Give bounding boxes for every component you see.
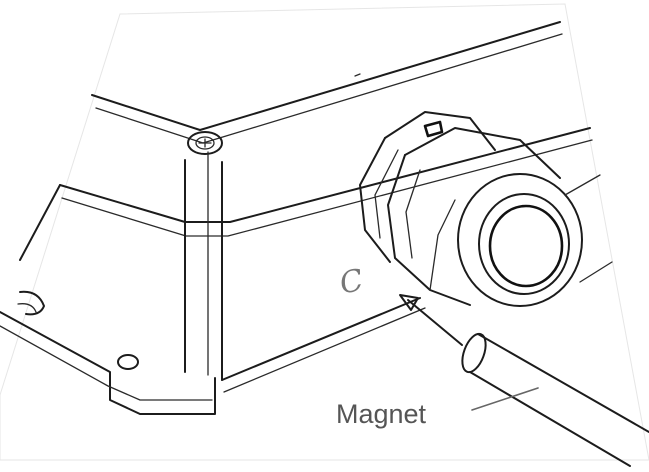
lid-top-back-edge bbox=[91, 21, 561, 131]
lid-rim-inner bbox=[61, 139, 593, 237]
magnet-label: Magnet bbox=[336, 399, 427, 429]
mounting-flange bbox=[0, 311, 216, 415]
front-face-bottom bbox=[221, 297, 421, 381]
drawing-area bbox=[0, 3, 649, 461]
front-face-bottom-inner bbox=[223, 307, 426, 393]
cable-gland-icon bbox=[359, 111, 613, 307]
lid-top-ridge bbox=[354, 73, 361, 77]
mounting-slot-icon bbox=[19, 290, 45, 316]
callout-leader bbox=[471, 387, 539, 411]
mounting-hole-icon bbox=[117, 354, 139, 370]
enclosure-box bbox=[0, 21, 593, 415]
mounting-flange-inner bbox=[0, 325, 213, 401]
magnet-rod-icon bbox=[461, 332, 649, 467]
screw-icon bbox=[187, 131, 223, 155]
left-face-edge bbox=[19, 184, 61, 261]
arrow-icon bbox=[399, 294, 463, 346]
